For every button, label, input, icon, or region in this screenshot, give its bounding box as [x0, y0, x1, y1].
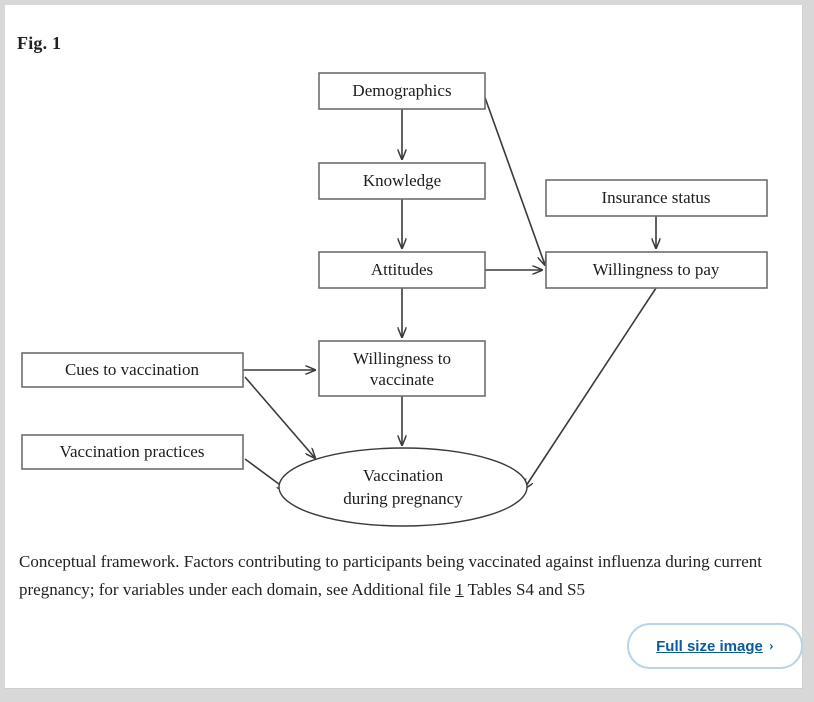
edge-demographics-to-willingness-to-pay — [482, 91, 545, 265]
additional-file-link[interactable]: 1 — [455, 580, 464, 599]
node-willingness-to-vaccinate[interactable]: Willingness to vaccinate — [318, 340, 486, 397]
caption-text-part1: Conceptual framework. Factors contributi… — [19, 552, 763, 599]
conceptual-framework-diagram: Demographics Knowledge Attitudes Insuran… — [5, 55, 803, 540]
node-label-willingness-to-pay: Willingness to pay — [593, 260, 720, 279]
node-knowledge[interactable]: Knowledge — [318, 162, 486, 200]
node-insurance-status[interactable]: Insurance status — [545, 179, 768, 217]
node-demographics[interactable]: Demographics — [318, 72, 486, 110]
node-label-knowledge: Knowledge — [363, 171, 441, 190]
edge-cues-to-outcome — [244, 376, 315, 458]
chevron-right-icon: › — [768, 637, 774, 654]
node-attitudes[interactable]: Attitudes — [318, 251, 486, 289]
full-size-image-label: Full size image — [656, 637, 763, 655]
figure-caption: Conceptual framework. Factors contributi… — [19, 548, 789, 604]
node-label-willingness-to-vaccinate-line1: Willingness to — [353, 349, 451, 368]
node-label-outcome-line2: during pregnancy — [343, 489, 463, 508]
node-label-outcome-line1: Vaccination — [363, 466, 444, 485]
figure-card: Fig. 1 — [5, 5, 803, 689]
node-label-demographics: Demographics — [352, 81, 451, 100]
edge-willingness-to-pay-to-outcome — [524, 287, 657, 489]
node-cues-to-vaccination[interactable]: Cues to vaccination — [21, 352, 244, 388]
figure-label: Fig. 1 — [17, 33, 62, 53]
caption-text-part2: Tables S4 and S5 — [463, 580, 585, 599]
node-label-attitudes: Attitudes — [371, 260, 433, 279]
full-size-image-button[interactable]: Full size image › — [627, 623, 803, 669]
node-vaccination-during-pregnancy[interactable]: Vaccination during pregnancy — [278, 447, 528, 527]
node-label-cues-to-vaccination: Cues to vaccination — [65, 360, 200, 379]
diagram-svg: Demographics Knowledge Attitudes Insuran… — [21, 72, 768, 527]
node-vaccination-practices[interactable]: Vaccination practices — [21, 434, 244, 470]
node-label-willingness-to-vaccinate-line2: vaccinate — [370, 370, 434, 389]
node-willingness-to-pay[interactable]: Willingness to pay — [545, 251, 768, 289]
node-label-vaccination-practices: Vaccination practices — [60, 442, 205, 461]
node-label-insurance-status: Insurance status — [601, 188, 710, 207]
diagram-edges — [243, 91, 657, 490]
